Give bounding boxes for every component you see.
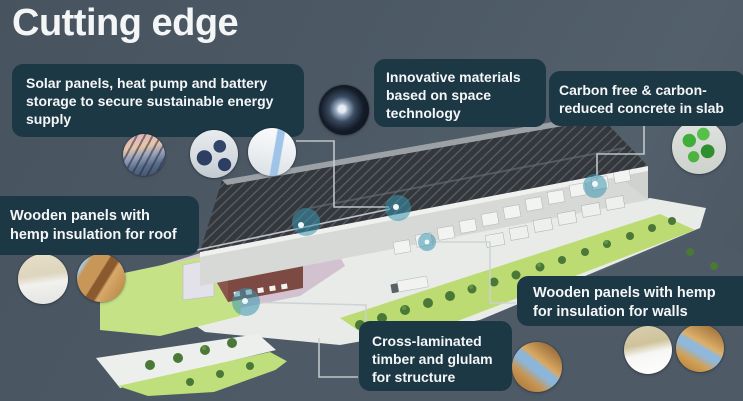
warehouse-front-wall [200, 166, 648, 286]
photo-solar-panels [123, 134, 165, 176]
callout-solar-energy: Solar panels, heat pump and battery stor… [12, 64, 304, 137]
parked-trailers [484, 195, 626, 248]
photo-wood-wall-interior [676, 324, 724, 372]
highlight-markers [232, 174, 607, 316]
page-title: Cutting edge [12, 2, 239, 44]
truck [390, 275, 429, 294]
photo-timber-structure [512, 342, 562, 392]
connector-walls-box [428, 241, 516, 304]
connector-battery-to-roof [296, 140, 389, 208]
photo-green-leaves [672, 120, 726, 174]
callout-timber-structure: Cross-laminated timber and glulam for st… [359, 321, 512, 391]
callout-roof-insulation: Wooden panels with hemp insulation for r… [0, 196, 199, 255]
roof-ridge-band [222, 114, 603, 185]
photo-hemp-wall-panel [624, 326, 672, 374]
callout-wall-insulation: Wooden panels with hemp for insulation f… [517, 276, 743, 326]
connector-lines [196, 126, 645, 378]
callout-carbon-concrete: Carbon free & carbon-reduced concrete in… [549, 71, 743, 126]
photo-heat-pumps [190, 130, 238, 178]
connector-timber-box-top [245, 301, 367, 321]
connector-timber-box-left [318, 338, 358, 378]
photo-hemp-insulation [18, 254, 68, 304]
tree-highlights [202, 240, 608, 350]
site-apron [165, 198, 706, 345]
photo-wood-roof-interior [77, 254, 125, 302]
photo-battery-storage [248, 128, 296, 176]
roof-walkway [309, 147, 626, 209]
connector-roofbox-to-roof [196, 208, 391, 251]
callout-innovative-materials: Innovative materials based on space tech… [374, 59, 546, 127]
photo-space-satellite [319, 85, 369, 135]
connector-carbon-to-slab [596, 126, 645, 180]
